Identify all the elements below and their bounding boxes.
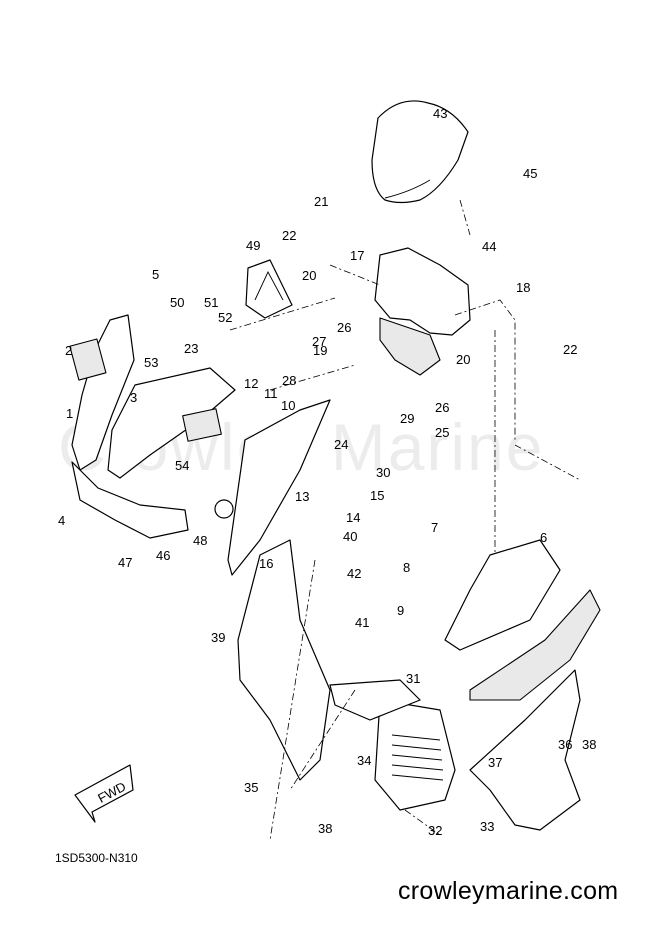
front-cowl [107, 367, 236, 479]
fwd-arrow [74, 764, 134, 823]
callout: 26 [337, 320, 351, 335]
callout: 27 [312, 334, 326, 349]
callout: 49 [246, 238, 260, 253]
callout: 53 [144, 355, 158, 370]
callout: 20 [456, 352, 470, 367]
radiator-grille [391, 734, 444, 781]
callout: 17 [350, 248, 364, 263]
callout: 48 [193, 533, 207, 548]
pad-left [69, 338, 107, 381]
side-panel-right [469, 589, 601, 701]
windshield-edge [384, 179, 431, 199]
dash-line-10 [514, 444, 581, 481]
callout: 46 [156, 548, 170, 563]
callout: 20 [302, 268, 316, 283]
callout: 32 [428, 823, 442, 838]
callout: 9 [397, 603, 404, 618]
callout: 6 [540, 530, 547, 545]
callout: 2 [65, 343, 72, 358]
callout: 41 [355, 615, 369, 630]
grommet-left [214, 499, 234, 519]
upper-bracket [374, 247, 471, 336]
callout: 15 [370, 488, 384, 503]
callout: 19 [313, 343, 327, 358]
callout: 5 [152, 267, 159, 282]
callout: 24 [334, 437, 348, 452]
callout: 31 [406, 671, 420, 686]
callout: 18 [516, 280, 530, 295]
under-cover [71, 461, 189, 539]
dash-line-9 [404, 809, 441, 836]
callout: 30 [376, 465, 390, 480]
callout: 26 [435, 400, 449, 415]
callout: 8 [403, 560, 410, 575]
pad-mid [182, 408, 222, 442]
callout: 3 [130, 390, 137, 405]
callout: 25 [435, 425, 449, 440]
website-label: crowleymarine.com [398, 877, 619, 905]
callout: 47 [118, 555, 132, 570]
dash-line-8 [289, 689, 356, 791]
callout: 28 [282, 373, 296, 388]
callout: 43 [433, 106, 447, 121]
meter-cover [245, 259, 293, 319]
callout: 34 [357, 753, 371, 768]
callout: 14 [346, 510, 360, 525]
callout: 44 [482, 239, 496, 254]
callout: 4 [58, 513, 65, 528]
callout: 23 [184, 341, 198, 356]
callout: 11 [264, 386, 278, 401]
callout: 35 [244, 780, 258, 795]
side-bracket [329, 679, 421, 721]
callout: 21 [314, 194, 328, 209]
callout: 40 [343, 529, 357, 544]
callout: 29 [400, 411, 414, 426]
callout: 38 [582, 737, 596, 752]
callout-labels: 43 45 21 22 17 44 49 5 50 51 52 53 23 2 … [58, 106, 596, 838]
dash-line-7 [269, 559, 316, 841]
dash-line-3 [229, 297, 336, 331]
callout: 39 [211, 630, 225, 645]
diagram-code: 1SD5300-N310 [55, 851, 138, 865]
callout: 13 [295, 489, 309, 504]
radiator-cover [374, 699, 456, 811]
callout: 33 [480, 819, 494, 834]
callout: 51 [204, 295, 218, 310]
stay-assembly [379, 317, 441, 376]
callout: 37 [488, 755, 502, 770]
callout: 12 [244, 376, 258, 391]
callout: 22 [563, 342, 577, 357]
callout: 42 [347, 566, 361, 581]
callout: 16 [259, 556, 273, 571]
dash-line-1 [459, 199, 471, 236]
callout: 45 [523, 166, 537, 181]
side-cover-right [444, 539, 561, 651]
callout: 52 [218, 310, 232, 325]
windshield [371, 100, 469, 204]
callout: 50 [170, 295, 184, 310]
meter-cover-rib [254, 270, 284, 301]
callout: 54 [175, 458, 189, 473]
callout: 38 [318, 821, 332, 836]
callout: 1 [66, 406, 73, 421]
callout: 22 [282, 228, 296, 243]
dash-line-2 [329, 264, 381, 286]
inner-panel [227, 399, 331, 576]
callout: 36 [558, 737, 572, 752]
lower-cowl [237, 539, 331, 781]
callout: 10 [281, 398, 295, 413]
fairing-right [469, 669, 581, 831]
callout: 7 [431, 520, 438, 535]
